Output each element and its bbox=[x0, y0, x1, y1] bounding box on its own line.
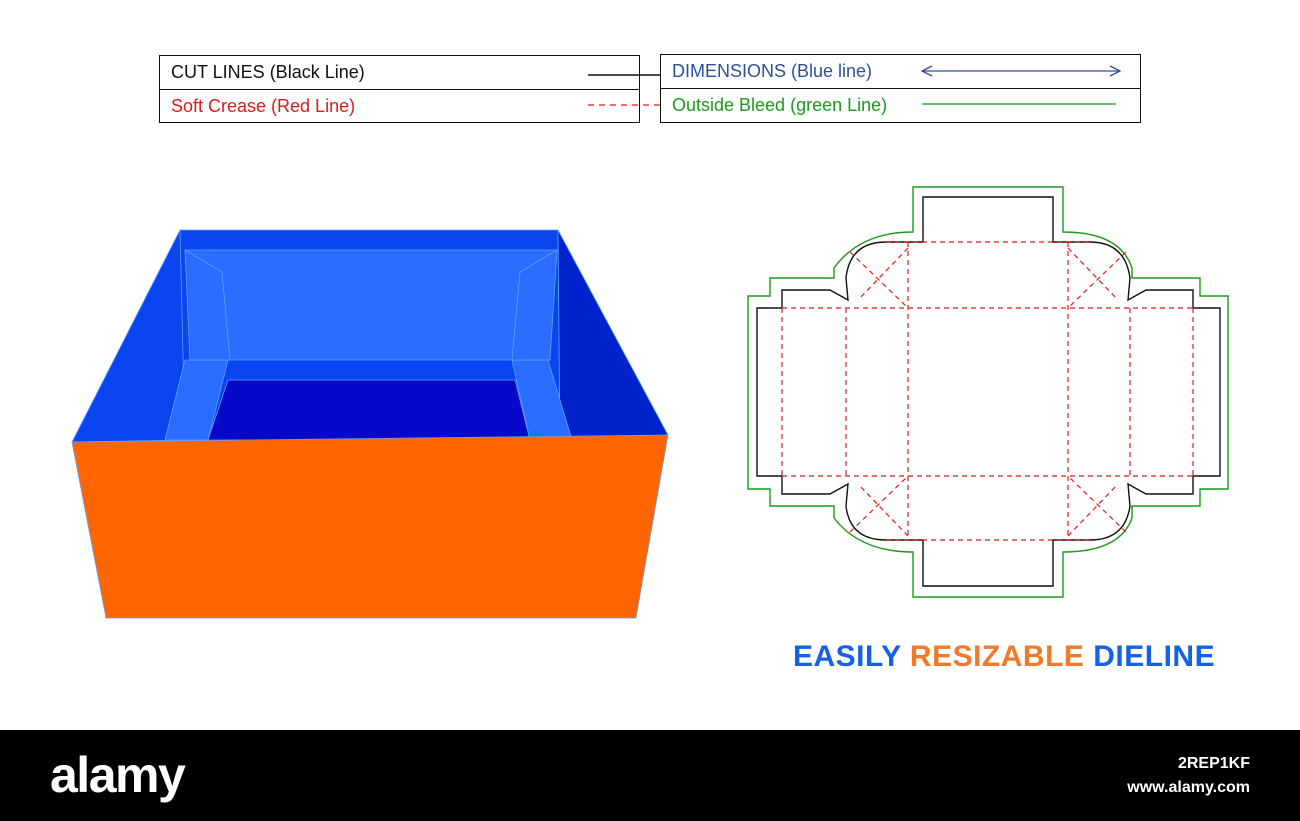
artwork-canvas bbox=[71, 186, 1229, 619]
box-illustration bbox=[71, 229, 669, 619]
box-back-flap bbox=[184, 249, 558, 361]
legend-box-right: DIMENSIONS (Blue line) Outside Bleed (gr… bbox=[660, 54, 1141, 123]
footer-logo: alamy bbox=[50, 747, 186, 803]
legend-label-soft-crease: Soft Crease (Red Line) bbox=[171, 95, 356, 116]
footer-site: www.alamy.com bbox=[1127, 779, 1250, 796]
headline-word-resizable: RESIZABLE bbox=[909, 640, 1085, 673]
legend-box-left: CUT LINES (Black Line) Soft Crease (Red … bbox=[159, 55, 782, 123]
legend-row-soft-crease: Soft Crease (Red Line) bbox=[160, 89, 782, 122]
footer-image-info: 2REP1KF www.alamy.com bbox=[1127, 752, 1250, 800]
legend-row-dimensions: DIMENSIONS (Blue line) bbox=[661, 55, 1140, 87]
legend-row-outside-bleed: Outside Bleed (green Line) bbox=[661, 88, 1140, 121]
legend-label-cut-lines: CUT LINES (Black Line) bbox=[171, 61, 365, 82]
headline: EASILY RESIZABLE DIELINE bbox=[793, 640, 1215, 674]
box-front-panel bbox=[71, 434, 669, 619]
box-left-side-flap bbox=[184, 249, 231, 361]
dieline-crease-lines bbox=[781, 241, 1194, 541]
dieline-diagram bbox=[747, 186, 1229, 598]
legend-sample-bleed-line bbox=[922, 103, 1116, 105]
box-left-wall bbox=[71, 229, 186, 443]
box-floor bbox=[207, 379, 531, 441]
legend-sample-dimension-arrow bbox=[920, 65, 1122, 77]
box-right-wall bbox=[557, 229, 669, 441]
headline-word-dieline: DIELINE bbox=[1093, 640, 1216, 673]
dieline-bleed-line bbox=[747, 186, 1229, 598]
dieline-cut-line bbox=[756, 196, 1221, 587]
footer-image-id: 2REP1KF bbox=[1177, 755, 1250, 772]
legend-label-dimensions: DIMENSIONS (Blue line) bbox=[672, 60, 873, 81]
legend-row-cut-lines: CUT LINES (Black Line) bbox=[160, 56, 782, 88]
stock-footer-bar: alamy 2REP1KF www.alamy.com bbox=[0, 730, 1300, 821]
headline-word-easily: EASILY bbox=[793, 640, 902, 673]
legend-label-outside-bleed: Outside Bleed (green Line) bbox=[672, 94, 888, 115]
box-right-side-flap bbox=[511, 249, 558, 361]
